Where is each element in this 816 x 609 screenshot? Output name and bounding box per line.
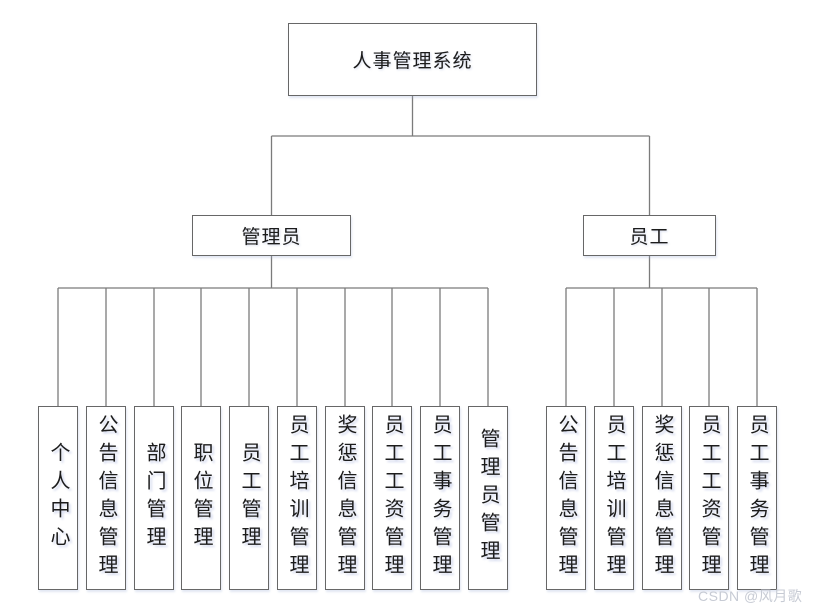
node-employee: 员工: [583, 215, 716, 256]
leaf-label: 职位管理: [190, 442, 212, 554]
leaf-label: 部门管理: [143, 442, 165, 554]
leaf-emp-employee-affairs-mgmt: 员工事务管理: [737, 406, 777, 590]
leaf-personal-center: 个人中心: [38, 406, 78, 590]
leaf-label: 员工事务管理: [429, 414, 451, 582]
node-admin: 管理员: [192, 215, 351, 256]
leaf-employee-mgmt: 员工管理: [229, 406, 269, 590]
leaf-label: 员工事务管理: [746, 414, 768, 582]
root-node-label: 人事管理系统: [352, 51, 473, 72]
leaf-position-mgmt: 职位管理: [181, 406, 221, 590]
leaf-emp-announcement-info-mgmt: 公告信息管理: [546, 406, 586, 590]
leaf-announcement-info-mgmt: 公告信息管理: [86, 406, 126, 590]
leaf-employee-salary-mgmt: 员工工资管理: [372, 406, 412, 590]
leaf-label: 公告信息管理: [555, 414, 577, 582]
leaf-emp-employee-training-mgmt: 员工培训管理: [594, 406, 634, 590]
leaf-reward-punishment-info-mgmt: 奖惩信息管理: [325, 406, 365, 590]
leaf-label: 奖惩信息管理: [651, 414, 673, 582]
node-admin-label: 管理员: [241, 227, 302, 248]
leaf-label: 管理员管理: [477, 428, 499, 568]
leaf-label: 员工工资管理: [698, 414, 720, 582]
leaf-label: 公告信息管理: [95, 414, 117, 582]
leaf-employee-training-mgmt: 员工培训管理: [277, 406, 317, 590]
root-node-personnel-system: 人事管理系统: [288, 23, 537, 96]
csdn-watermark: CSDN @风月歌: [698, 588, 803, 604]
leaf-label: 员工工资管理: [381, 414, 403, 582]
leaf-admin-mgmt: 管理员管理: [468, 406, 508, 590]
leaf-employee-affairs-mgmt: 员工事务管理: [420, 406, 460, 590]
leaf-label: 员工管理: [238, 442, 260, 554]
leaf-emp-reward-punishment-info-mgmt: 奖惩信息管理: [642, 406, 682, 590]
leaf-label: 个人中心: [47, 442, 69, 554]
leaf-label: 员工培训管理: [286, 414, 308, 582]
leaf-department-mgmt: 部门管理: [134, 406, 174, 590]
leaf-label: 员工培训管理: [603, 414, 625, 582]
leaf-label: 奖惩信息管理: [334, 414, 356, 582]
leaf-emp-employee-salary-mgmt: 员工工资管理: [689, 406, 729, 590]
node-employee-label: 员工: [629, 227, 670, 248]
